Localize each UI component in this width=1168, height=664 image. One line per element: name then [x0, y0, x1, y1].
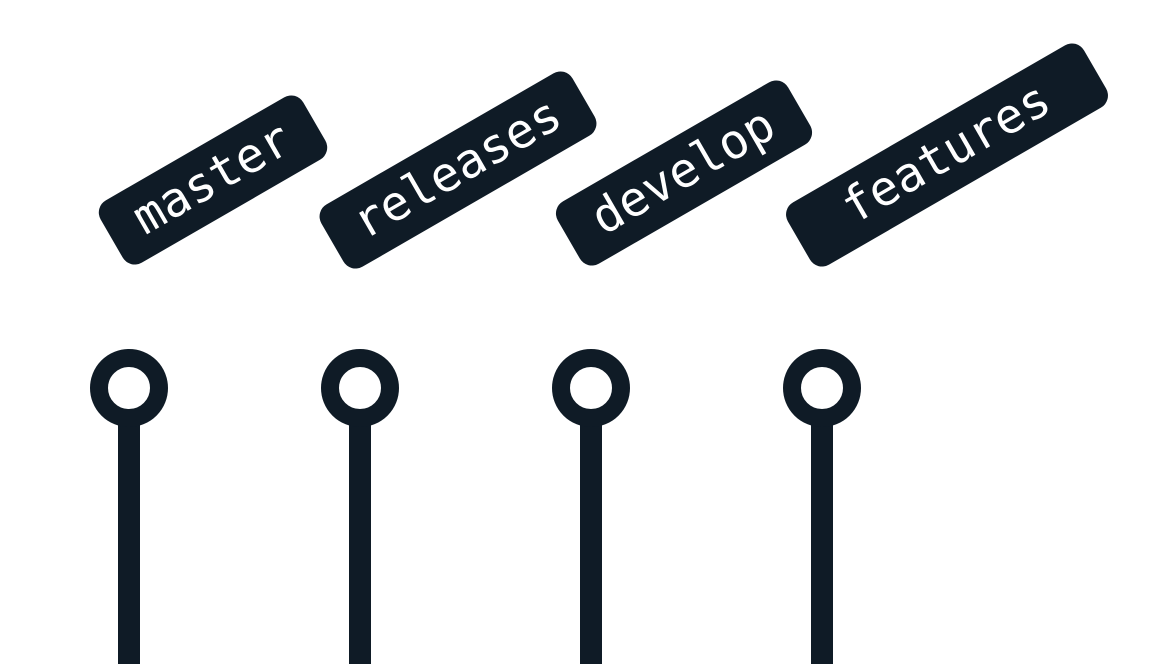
- commit-node[interactable]: [321, 349, 399, 427]
- commit-node[interactable]: [90, 349, 168, 427]
- branch-master: master: [90, 95, 328, 664]
- branch-label-tag: [786, 43, 1108, 267]
- commit-node[interactable]: [552, 349, 630, 427]
- branch-releases: releases: [319, 71, 597, 664]
- commit-node[interactable]: [783, 349, 861, 427]
- branch-label-tag: [319, 71, 597, 269]
- branch-features: features: [783, 43, 1108, 664]
- branch-develop: develop: [552, 80, 813, 664]
- branch-label-features: features: [832, 71, 1060, 235]
- branch-label-tag: [555, 80, 813, 266]
- branch-label-tag: [98, 95, 328, 265]
- branch-label-releases: releases: [343, 86, 571, 250]
